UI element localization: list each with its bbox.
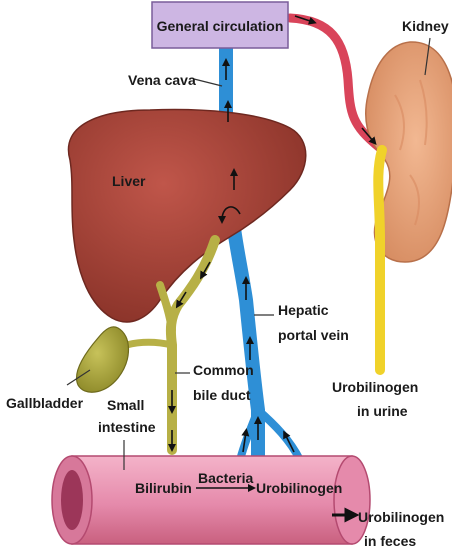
hepatic-duct-branch [160, 285, 172, 330]
urobilinogen-feces-label: Urobilinogen in feces [358, 509, 448, 549]
general-circulation-label: General circulation [157, 18, 284, 34]
urobilinogen-urine-label: Urobilinogen in urine [332, 379, 422, 419]
liver-label: Liver [112, 173, 146, 189]
renal-artery [290, 18, 380, 148]
bilirubin-label: Bilirubin [135, 480, 192, 496]
gallbladder-label: Gallbladder [6, 395, 84, 411]
bacteria-label: Bacteria [198, 470, 253, 486]
vena-cava-label: Vena cava [128, 72, 196, 88]
kidney-label: Kidney [402, 18, 449, 34]
gallbladder [77, 327, 129, 392]
hepatic-portal-vein-label: Hepatic portal vein [278, 302, 349, 343]
small-intestine-label: Small intestine [98, 397, 156, 435]
ureter [378, 150, 382, 370]
urobilinogen-label: Urobilinogen [256, 480, 342, 496]
